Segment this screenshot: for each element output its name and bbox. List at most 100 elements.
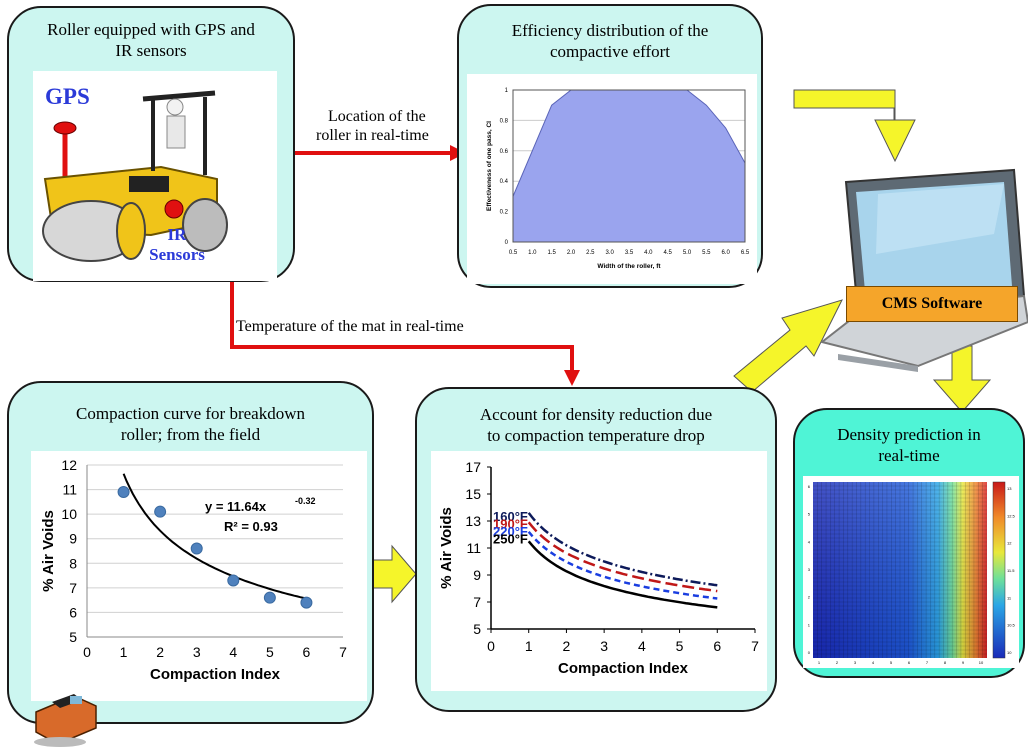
temperature-arrow-label: Temperature of the mat in real-time: [236, 318, 464, 335]
trendline: [122, 473, 307, 600]
x-tick-label: 3: [854, 660, 857, 665]
operator-figure: [166, 98, 184, 116]
series-label: 160°F: [493, 509, 528, 524]
series-line: [527, 521, 718, 593]
heatmap-shade: [813, 482, 987, 658]
y-tick-label: 0: [505, 240, 509, 246]
series-line: [527, 530, 718, 600]
x-tick-label: 2: [836, 660, 839, 665]
x-axis-label: Width of the roller, ft: [597, 263, 661, 270]
colorbar-tick-label: 12.5: [1007, 513, 1016, 518]
x-tick-label: 5: [266, 644, 274, 660]
title-line: roller; from the field: [120, 425, 261, 444]
y-tick-label: 1: [808, 622, 811, 627]
data-point: [154, 505, 167, 518]
x-tick-label: 5: [676, 638, 684, 654]
y-tick-label: 0.4: [500, 179, 509, 185]
y-tick-label: 7: [473, 594, 481, 610]
y-tick-label: 9: [473, 567, 481, 583]
y-tick-label: 11: [62, 482, 77, 498]
temperature-arrowhead: [564, 370, 580, 386]
trendline-equation: y = 11.64x: [205, 499, 267, 514]
y-tick-label: 8: [69, 555, 77, 571]
y-tick-label: 6: [69, 604, 77, 620]
title-line: IR sensors: [115, 41, 187, 60]
y-tick-label: 15: [465, 486, 481, 502]
ir-sensor-icon: [164, 199, 184, 219]
y-axis-label: Effectiveness of one pass, CI: [486, 121, 493, 211]
x-tick-label: 3: [600, 638, 608, 654]
title-line: Density prediction in: [837, 425, 981, 444]
colorbar-tick-label: 10.5: [1007, 623, 1016, 628]
x-tick-label: 0: [83, 644, 91, 660]
gps-antenna-icon: [53, 121, 77, 135]
x-tick-label: 3.0: [605, 250, 614, 256]
yellow-arrow-reduction: [733, 299, 843, 393]
y-axis-label: % Air Voids: [40, 510, 57, 592]
x-tick-label: 2.5: [586, 250, 595, 256]
title-line: compactive effort: [549, 42, 671, 61]
title-line: real-time: [878, 446, 940, 465]
series-label: 250°F: [493, 531, 528, 546]
roller-panel-title: Roller equipped with GPS and IR sensors: [9, 19, 293, 61]
x-tick-label: 1.5: [547, 250, 556, 256]
x-tick-label: 7: [339, 644, 347, 660]
x-tick-label: 6: [908, 660, 911, 665]
y-tick-label: 0.6: [500, 149, 509, 155]
location-arrow-label: Location of the roller in real-time: [316, 107, 429, 145]
roller-panel: Roller equipped with GPS and IR sensors: [7, 6, 295, 282]
series-label: 220°F: [493, 524, 528, 539]
ir-label-line: Sensors: [149, 245, 205, 264]
curve-panel-title: Compaction curve for breakdown roller; f…: [9, 403, 372, 445]
y-tick-label: 9: [69, 531, 77, 547]
y-tick-label: 4: [808, 539, 811, 544]
colorbar: [992, 481, 1006, 659]
temperature-arrow: [230, 280, 574, 372]
y-tick-label: 13: [465, 513, 481, 529]
title-line: Compaction curve for breakdown: [76, 404, 305, 423]
y-tick-label: 5: [69, 629, 77, 645]
efficiency-panel-title: Efficiency distribution of the compactiv…: [459, 20, 761, 62]
density-reduction-panel: Account for density reduction due to com…: [415, 387, 777, 712]
data-point: [117, 486, 130, 499]
y-tick-label: 6: [808, 484, 811, 489]
series-label: 190°F: [493, 516, 528, 531]
y-tick-label: 11: [466, 540, 481, 556]
cms-software-badge: CMS Software: [846, 286, 1018, 322]
y-axis-label: % Air Voids: [438, 507, 455, 589]
x-tick-label: 0: [487, 638, 495, 654]
colorbar-tick-label: 11: [1007, 595, 1012, 600]
ir-sensors-label: IR Sensors: [141, 225, 213, 265]
x-axis-label: Compaction Index: [558, 660, 689, 677]
title-line: to compaction temperature drop: [487, 426, 705, 445]
plot-frame: [512, 89, 746, 243]
title-line: Roller equipped with GPS and: [47, 20, 255, 39]
y-tick-label: 0.8: [500, 118, 509, 124]
x-tick-label: 7: [926, 660, 929, 665]
title-line: Account for density reduction due: [479, 405, 713, 424]
x-tick-label: 1: [818, 660, 821, 665]
arrow-label-line: roller in real-time: [316, 127, 429, 144]
efficiency-area: [512, 89, 746, 243]
efficiency-panel: Efficiency distribution of the compactiv…: [457, 4, 763, 288]
x-tick-label: 1: [525, 638, 533, 654]
y-tick-label: 17: [465, 459, 481, 475]
r-squared-label: R² = 0.93: [224, 519, 278, 534]
colorbar-tick-label: 13: [1007, 486, 1012, 491]
yellow-arrow-prediction: [932, 345, 992, 413]
x-tick-label: 0.5: [509, 250, 518, 256]
y-tick-label: 2: [808, 595, 811, 600]
data-point: [300, 596, 313, 609]
roller-image-area: GPS IR Sensors: [33, 71, 277, 281]
x-tick-label: 6: [713, 638, 721, 654]
series-line: [527, 512, 718, 587]
x-tick-label: 2: [563, 638, 571, 654]
